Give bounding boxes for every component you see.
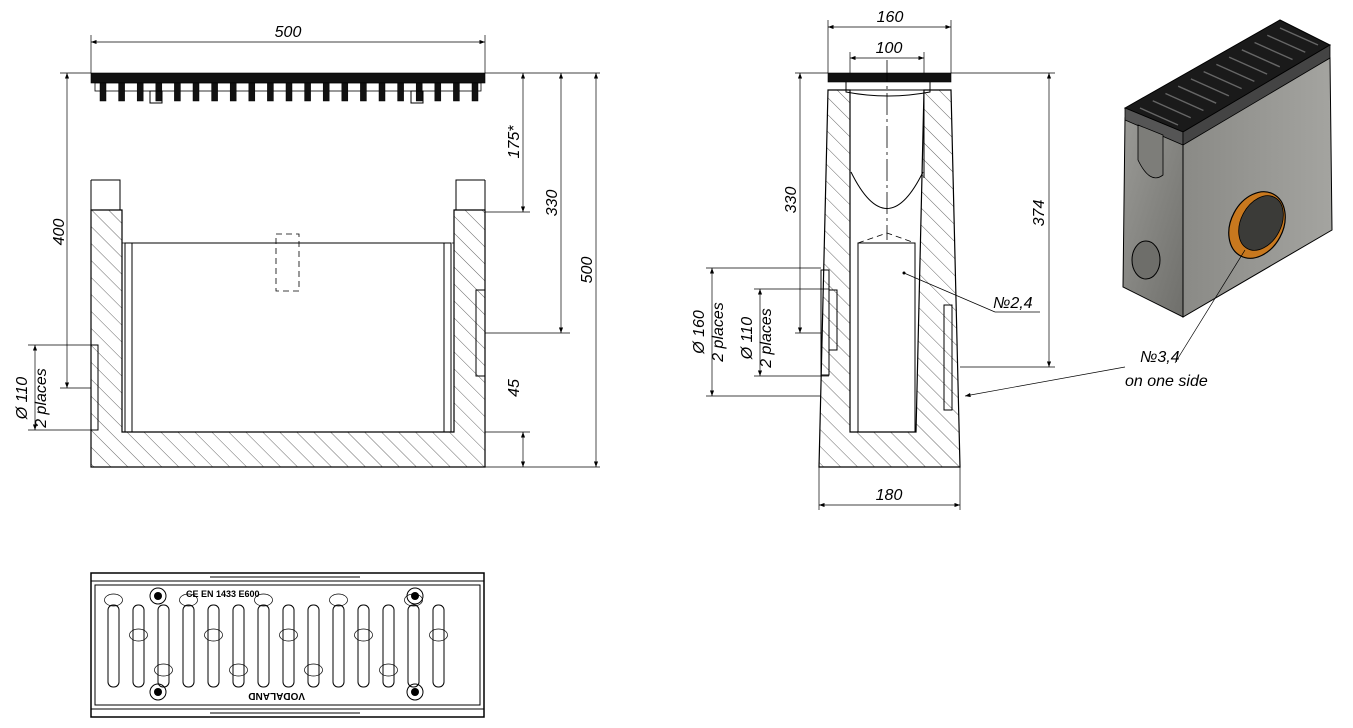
plan-grate-bar (332, 604, 345, 688)
plan-grate-bar (157, 604, 170, 688)
grate-brand: VODALAND (248, 690, 305, 701)
grate-tooth (341, 82, 349, 102)
dim-slot-100: 100 (876, 40, 903, 57)
plan-grate-blob (379, 663, 398, 677)
grate-tooth (248, 82, 256, 102)
iso-grate-slot (1203, 70, 1242, 90)
iso-grate-slot (1139, 107, 1179, 126)
plan-grate-bar (182, 604, 195, 688)
callout-outlet-note: on one side (1125, 373, 1208, 390)
grate-tooth (304, 82, 311, 102)
plan-grate-bar (282, 604, 295, 688)
plan-grate-blob (354, 628, 373, 642)
grate-tooth (434, 82, 442, 102)
dim-outlet-330: 330 (544, 190, 561, 217)
plan-grate-bar (132, 604, 145, 688)
front-basket (124, 242, 452, 433)
grate-tooth (453, 82, 460, 102)
plan-grate-blob (429, 628, 448, 642)
grate-tooth (174, 82, 181, 102)
iso-grate-slot (1266, 34, 1306, 53)
plan-grate-bar (207, 604, 220, 688)
plan-grate-blob (254, 593, 273, 607)
dim-bottom-180: 180 (876, 487, 903, 504)
dim-section-330: 330 (783, 187, 800, 214)
iso-grate-slot (1216, 63, 1255, 83)
grate-tooth (285, 82, 293, 102)
dim-pipe-110-section-count: 2 places (758, 308, 775, 369)
plan-grate-bar (357, 604, 370, 688)
plan-grate-blob (304, 663, 323, 677)
grate-tooth (136, 82, 144, 102)
plan-grate-bar (107, 604, 120, 688)
plan-grate-blob (204, 628, 223, 642)
grate-tooth (192, 82, 200, 102)
dim-total-500: 500 (579, 257, 596, 284)
grate-tooth (415, 82, 423, 102)
grate-tooth (360, 82, 367, 102)
grate-tooth (118, 82, 125, 102)
dim-pipe-160: Ø 160 (691, 310, 708, 355)
plan-grate-bar (232, 604, 245, 688)
plan-view: CE EN 1433 E600 VODALAND (90, 572, 485, 718)
grate-tooth (397, 82, 404, 102)
front-grate (90, 72, 486, 104)
front-view: 500 400 Ø 110 2 places 175* 330 500 45 (14, 24, 600, 468)
dim-pipe-110: Ø 110 (14, 377, 31, 421)
grate-marking: CE EN 1433 E600 (186, 589, 260, 599)
grate-tooth (211, 82, 218, 102)
iso-grate-slot (1177, 85, 1217, 104)
dim-bottom-45: 45 (506, 379, 523, 397)
grate-tooth (378, 82, 386, 102)
iso-grate-slot (1152, 100, 1192, 119)
plan-grate-bar (257, 604, 270, 688)
plan-grate-blob (329, 593, 348, 607)
dim-grate-175: 175* (506, 125, 523, 159)
iso-grate-slot (1241, 49, 1281, 68)
grate-tooth (99, 82, 107, 102)
plan-grate-bar (407, 604, 420, 688)
grate-tooth (267, 82, 274, 102)
callout-outlet: №3,4 (1140, 349, 1180, 366)
iso-grate-slot (1279, 27, 1319, 46)
grate-tooth (322, 82, 330, 102)
iso-grate-slot (1254, 41, 1293, 61)
dim-pipe-110-section: Ø 110 (739, 317, 756, 361)
dim-height-400: 400 (51, 219, 68, 246)
plan-grate-blob (179, 593, 198, 607)
dim-pipe-160-count: 2 places (710, 302, 727, 363)
plan-grate-blob (104, 593, 123, 607)
grate-tooth (229, 82, 237, 102)
dim-pipe-110-count: 2 places (33, 368, 50, 429)
grate-tooth (471, 82, 479, 102)
grate-tooth (155, 82, 163, 102)
plan-grate-blob (129, 628, 148, 642)
dim-top-160: 160 (877, 9, 904, 26)
plan-grate-blob (154, 663, 173, 677)
callout-basket: №2,4 (993, 295, 1033, 312)
dim-right-374: 374 (1031, 200, 1048, 227)
section-body-hatch (818, 89, 961, 468)
section-view: 160 100 180 330 Ø 160 2 places Ø 110 2 p… (691, 9, 1126, 510)
iso-view: №3,4 on one side (1122, 19, 1333, 390)
iso-grate-slot (1165, 92, 1204, 112)
dim-width-500: 500 (275, 24, 302, 41)
iso-grate-slot (1190, 78, 1230, 97)
plan-grate-bar (307, 604, 320, 688)
plan-grate-bar (382, 604, 395, 688)
plan-grate-blob (229, 663, 248, 677)
front-body-hatch (90, 209, 486, 468)
plan-grate-bar (432, 604, 445, 688)
iso-grate-slot (1228, 56, 1268, 75)
plan-grate-blob (279, 628, 298, 642)
